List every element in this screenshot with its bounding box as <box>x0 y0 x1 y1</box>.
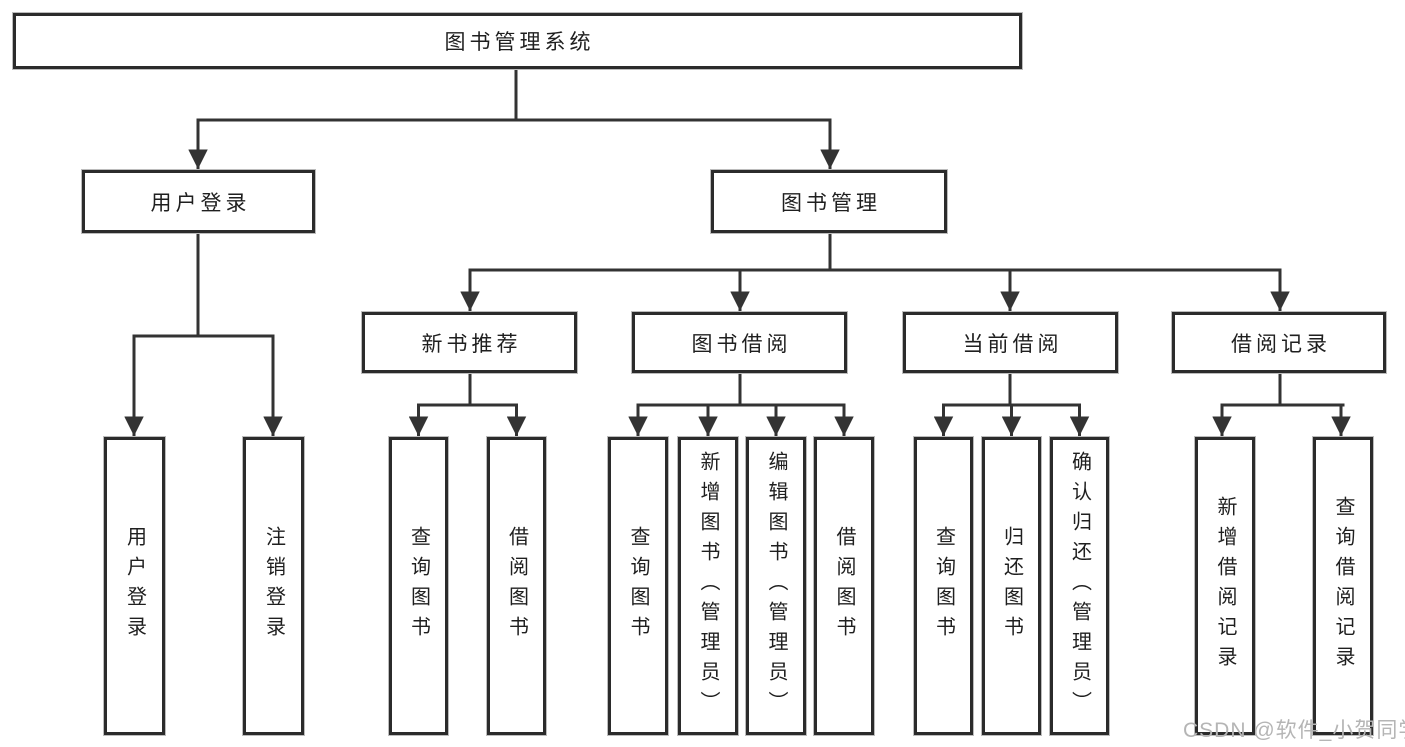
leaf-query-borrow-record: 查询借阅记录 <box>1312 436 1374 736</box>
node-label: 图书管理 <box>781 191 881 215</box>
node-label: 确认归还（管理员） <box>1068 451 1091 721</box>
node-label: 借阅图书 <box>833 526 855 646</box>
node-label: 新书推荐 <box>421 332 522 356</box>
leaf-query-books-current: 查询图书 <box>913 436 974 736</box>
leaf-edit-books-admin: 编辑图书（管理员） <box>745 436 807 736</box>
node-label: 编辑图书（管理员） <box>765 451 787 721</box>
leaf-return-books: 归还图书 <box>981 436 1042 736</box>
node-label: 归还图书 <box>1000 526 1023 646</box>
node-label: 用户登录 <box>150 191 251 215</box>
leaf-add-borrow-record: 新增借阅记录 <box>1194 436 1256 736</box>
node-book-management: 图书管理 <box>710 169 948 234</box>
leaf-logout: 注销登录 <box>242 436 305 736</box>
node-borrow-records: 借阅记录 <box>1171 311 1387 374</box>
leaf-add-books-admin: 新增图书（管理员） <box>677 436 739 736</box>
node-label: 新增图书（管理员） <box>697 451 719 721</box>
node-user-login: 用户登录 <box>81 169 316 234</box>
node-label: 图书管理系统 <box>444 31 595 54</box>
node-label: 查询图书 <box>627 526 649 646</box>
node-label: 图书借阅 <box>691 332 792 356</box>
node-library-management-system: 图书管理系统 <box>12 12 1023 70</box>
leaf-borrow-books-recommend: 借阅图书 <box>486 436 547 736</box>
csdn-watermark: CSDN @软件_小贺同学 <box>1183 719 1405 742</box>
leaf-user-login: 用户登录 <box>103 436 166 736</box>
node-label: 用户登录 <box>123 526 146 646</box>
node-label: 当前借阅 <box>962 332 1063 356</box>
leaf-query-books-recommend: 查询图书 <box>388 436 449 736</box>
node-current-borrowing: 当前借阅 <box>902 311 1119 374</box>
node-book-borrowing: 图书借阅 <box>631 311 848 374</box>
node-label: 借阅图书 <box>505 526 528 646</box>
node-label: 查询借阅记录 <box>1332 496 1354 676</box>
leaf-query-books-borrowing: 查询图书 <box>607 436 669 736</box>
node-label: 借阅记录 <box>1231 332 1331 356</box>
node-new-book-recommend: 新书推荐 <box>361 311 578 374</box>
leaf-confirm-return-admin: 确认归还（管理员） <box>1049 436 1110 736</box>
node-label: 新增借阅记录 <box>1214 496 1236 676</box>
node-label: 查询图书 <box>407 526 430 646</box>
node-label: 注销登录 <box>262 526 285 646</box>
node-label: 查询图书 <box>932 526 955 646</box>
leaf-borrow-books: 借阅图书 <box>813 436 875 736</box>
